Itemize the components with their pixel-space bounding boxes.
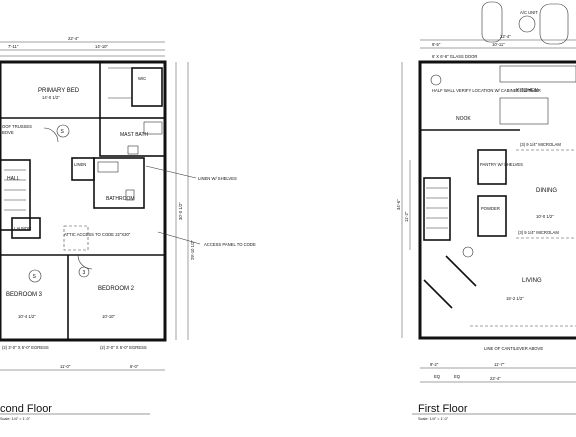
table-fixture	[430, 74, 442, 86]
dim-label: EQ	[434, 374, 441, 379]
note-cabinet: HALF WALL VERIFY LOCATION W/ CABINET SUP…	[432, 88, 541, 93]
note-sliding-door: 6' X 6'-8" GLASS DOOR	[432, 54, 477, 59]
shower-fixture	[143, 121, 163, 135]
first-floor-scale: Scale: 1/4" = 1'-0"	[418, 417, 449, 421]
dim-label: 11'-7"	[494, 362, 505, 367]
second-floor-title: cond Floor	[0, 403, 52, 415]
room-label-primary-bed: PRIMARY BED	[38, 88, 80, 94]
exterior-wall	[418, 60, 576, 340]
dim-label: 9'-2"	[430, 362, 439, 367]
note-egress: (2) 3'-0" X 5'-0" EGRESS	[100, 345, 147, 350]
laundry-room	[11, 217, 41, 239]
second-floor-scale: Scale: 1/4" = 1'-0"	[0, 417, 31, 421]
note-microlam: (3) 9 1/4" MICROLAM	[518, 230, 559, 235]
first-floor-plan: A/C UNIT 22'-4" 9'-5" 10'-11" 6' X 6'-8"…	[396, 1, 576, 421]
room-label-linen: LINEN	[74, 162, 86, 167]
toilet-fixture	[125, 189, 135, 201]
section-marker	[56, 124, 70, 138]
shrub	[539, 3, 569, 45]
detail-marker	[462, 246, 474, 258]
marker-s: S	[61, 129, 65, 135]
dim-label: 9'-5"	[432, 42, 441, 47]
wic-room	[131, 67, 163, 107]
ac-unit-icon	[518, 15, 536, 33]
dim-label: 6'-0"	[130, 364, 139, 369]
note-above: BOVE	[2, 130, 14, 135]
dim-label: EQ	[454, 374, 461, 379]
room-label-master-bath: MAST BATH	[120, 132, 149, 138]
exterior-wall	[0, 60, 167, 342]
room-label-dining: DINING	[536, 188, 557, 194]
marker-s: S	[33, 274, 37, 280]
dim-label: 11'-2"	[404, 211, 409, 222]
stair-well	[423, 177, 451, 241]
attic-access-hatch	[63, 225, 89, 251]
ac-unit-label: A/C UNIT	[520, 10, 538, 15]
dim-label: 29'-10 1/2"	[190, 240, 195, 260]
leader-line	[145, 165, 197, 179]
note-roof-trusses: OOF TRUSSES	[2, 124, 32, 129]
kitchen-counter	[499, 65, 576, 83]
toilet-fixture	[127, 145, 139, 155]
room-label-hall: HALL	[7, 176, 20, 182]
room-label-nook: NOOK	[456, 116, 471, 122]
kitchen-island	[499, 97, 549, 125]
dim-label: 22'-4"	[68, 36, 79, 41]
room-label-bedroom3: BEDROOM 3	[6, 292, 43, 298]
room-dims: 15'-2 1/2"	[506, 296, 524, 301]
angled-wall	[423, 279, 453, 309]
dim-label: 7'-11"	[8, 44, 19, 49]
detail-marker	[78, 266, 90, 278]
dim-label: 30'-0 1/2"	[178, 202, 183, 220]
powder-room	[477, 195, 507, 237]
ac-unit-shrub	[481, 1, 503, 43]
room-label-bathroom: BATHROOM	[106, 196, 135, 202]
room-label-kitchen: KITCHEN	[516, 88, 538, 94]
room-label-pantry: PANTRY W/ SHELVES	[480, 162, 523, 167]
marker-3: 3	[83, 270, 86, 276]
dim-label: 22'-4"	[500, 34, 511, 39]
note-access-panel: ACCESS PANEL TO CODE	[204, 242, 256, 247]
note-attic-access: ATTIC ACCESS TO CODE 22"X30"	[64, 232, 131, 237]
door-swing	[43, 127, 59, 143]
tub-fixture	[97, 161, 119, 173]
room-dims: 10'-10"	[102, 314, 116, 319]
dim-label: 14'-10"	[95, 44, 109, 49]
dim-label: 22'-4"	[490, 376, 501, 381]
room-dims: 10'-0 1/2"	[536, 214, 554, 219]
room-label-bedroom2: BEDROOM 2	[98, 286, 135, 292]
first-floor-title: First Floor	[418, 403, 468, 415]
dim-label: 10'-11"	[492, 42, 505, 47]
master-bath-room	[99, 117, 166, 157]
room-label-living: LIVING	[522, 278, 542, 284]
door-swing	[77, 254, 93, 270]
pantry-room	[477, 149, 507, 185]
room-label-wic: WIC	[138, 76, 146, 81]
note-cantilever: LINE OF CANTILEVER ABOVE	[484, 346, 543, 351]
second-floor-plan: 22'-4" 7'-11" 14'-10" PRIMARY BED 14'-0 …	[0, 36, 256, 421]
bathroom-room	[93, 157, 145, 209]
room-label-powder: POWDER	[481, 206, 500, 211]
room-dims: 10'-4 1/2"	[18, 314, 36, 319]
room-label-laundry: LAUNDR	[14, 226, 31, 231]
dim-label: 34'-6"	[396, 199, 401, 210]
dim-label: 11'-0"	[60, 364, 71, 369]
angled-wall	[445, 255, 477, 287]
stair-well	[0, 159, 31, 231]
note-microlam: (3) 9 1/4" MICROLAM	[520, 142, 561, 147]
section-marker	[28, 269, 42, 283]
room-dims: 14'-0 1/2"	[42, 95, 60, 100]
note-egress: (2) 3'-0" X 5'-0" EGRESS	[2, 345, 49, 350]
note-linen-shelves: LINEN W/ SHELVES	[198, 176, 237, 181]
leader-line	[157, 231, 201, 245]
